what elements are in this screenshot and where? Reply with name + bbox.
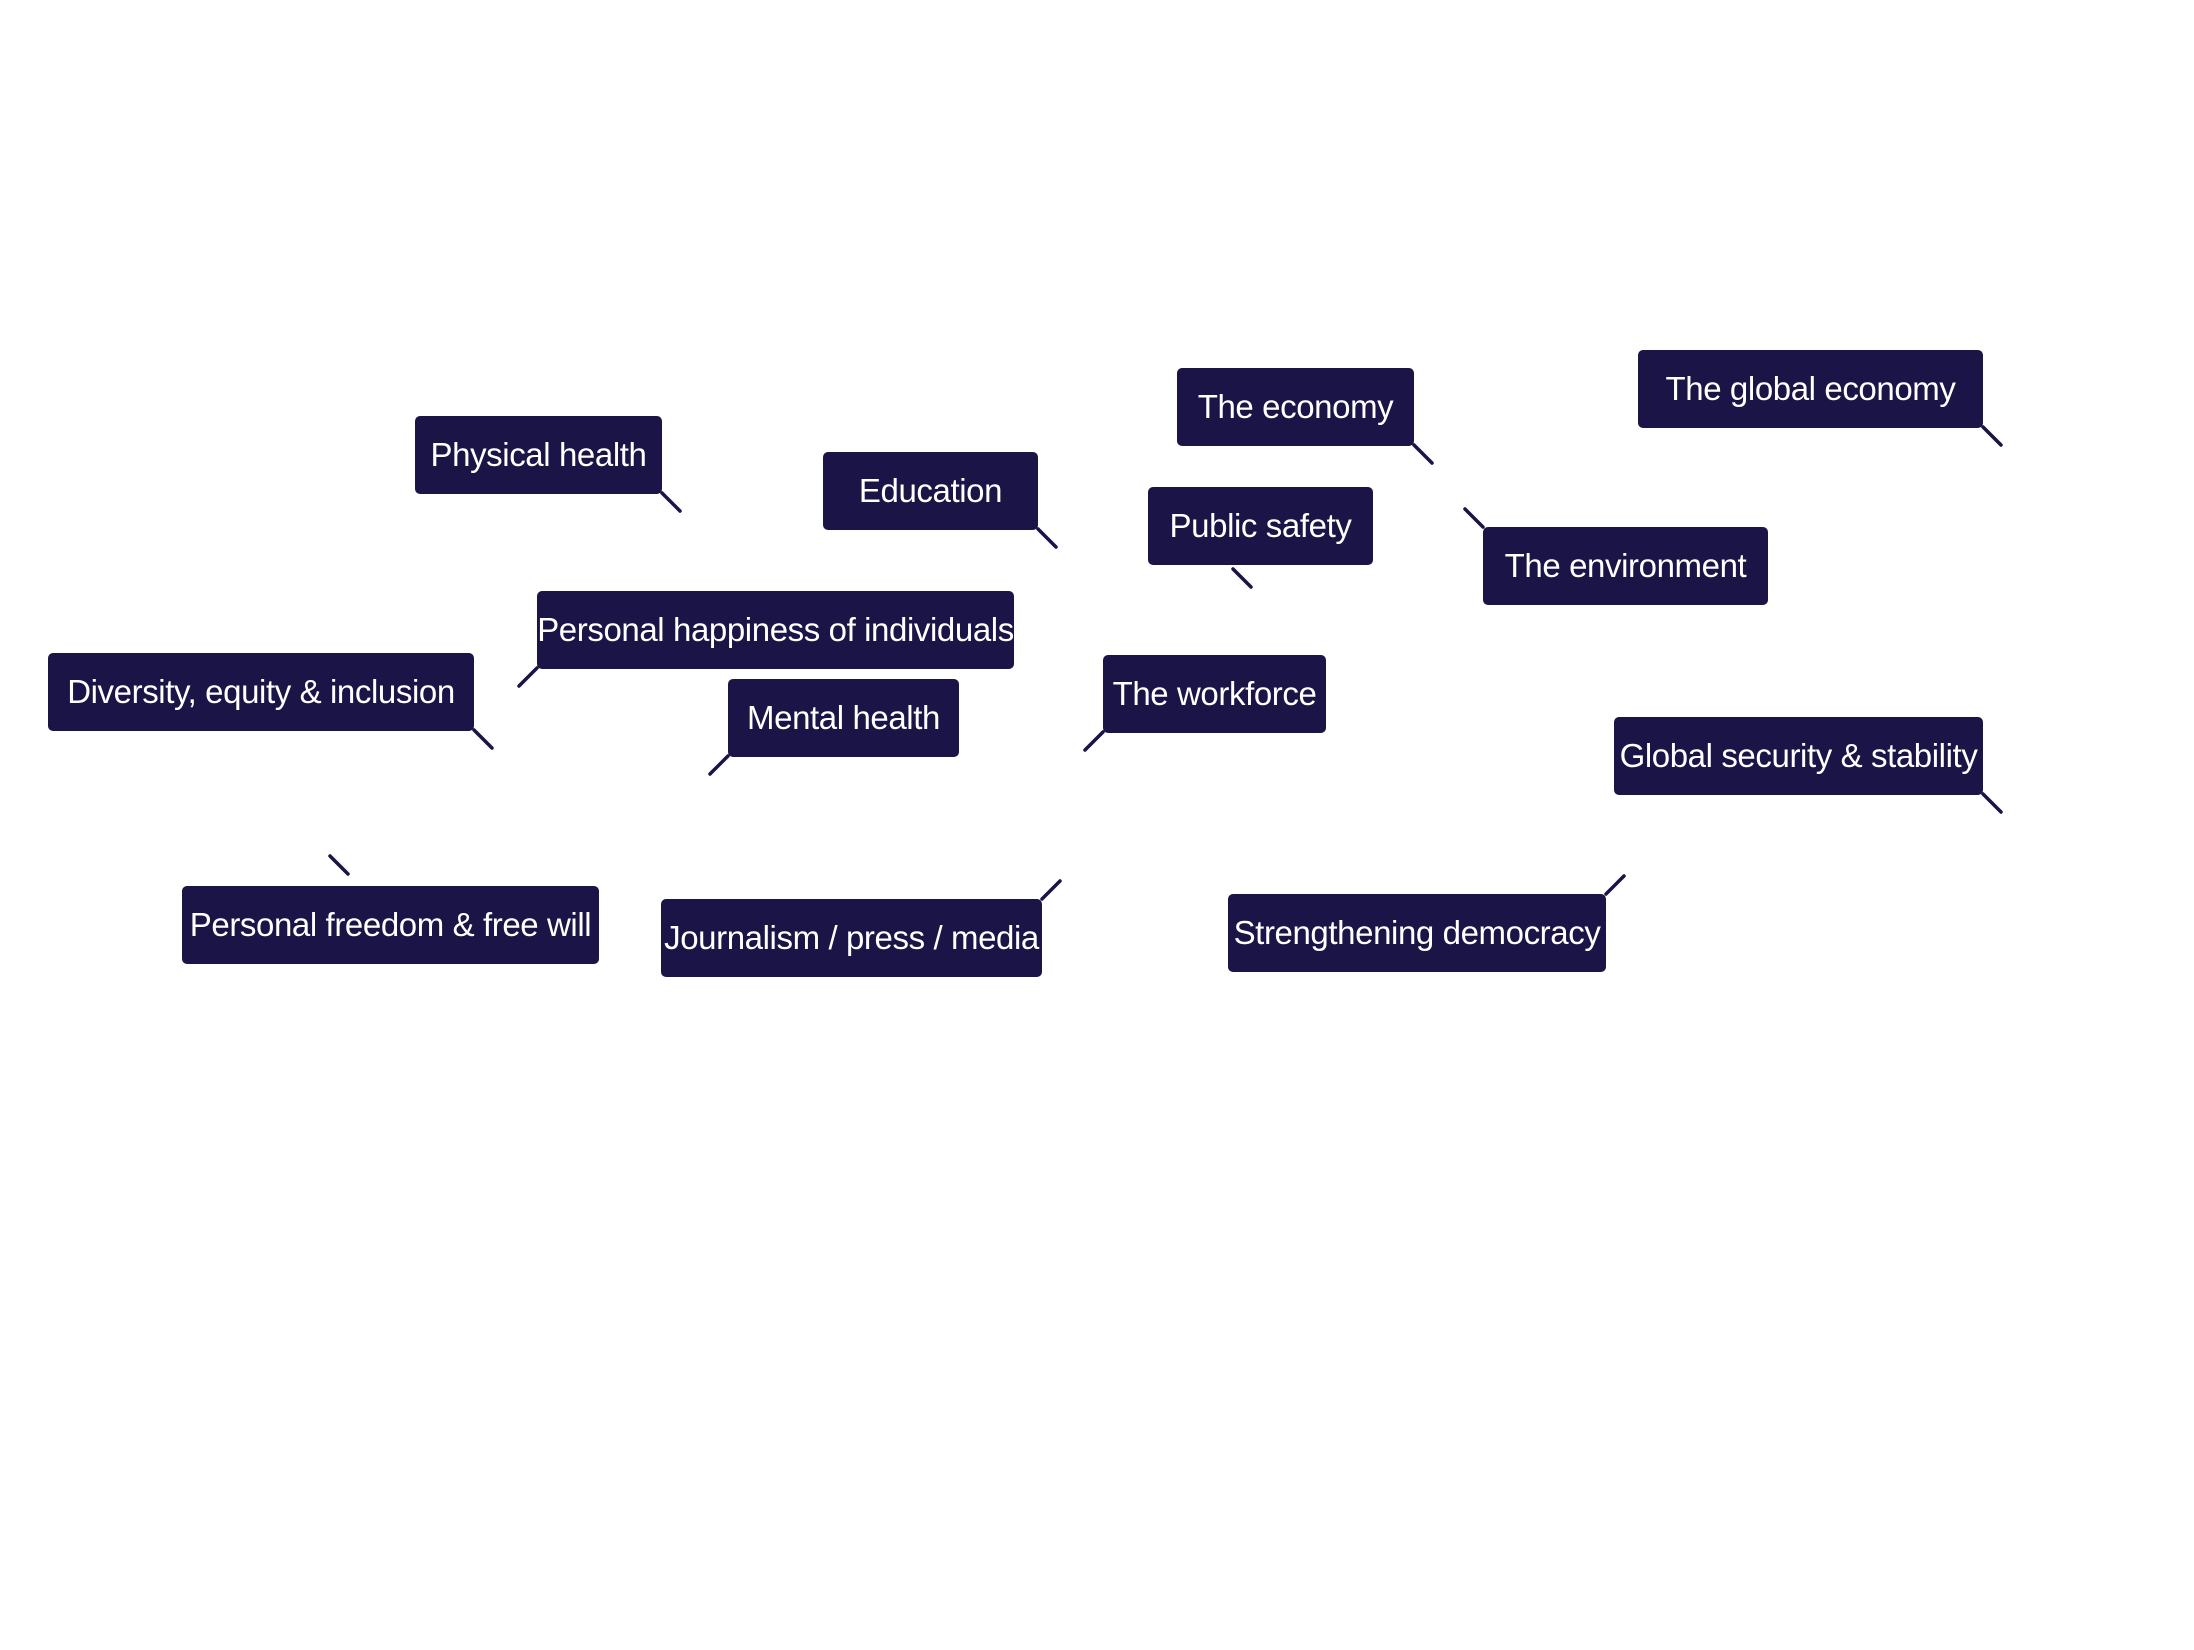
point-label-personal-freedom-free-will: Personal freedom & free will [182,886,599,964]
leader-line-the-environment [1463,507,1485,529]
leader-line-mental-health [708,754,730,776]
point-label-global-security-stability: Global security & stability [1614,717,1983,795]
point-label-education: Education [823,452,1038,530]
point-label-the-economy: The economy [1177,368,1414,446]
point-label-strengthening-democracy: Strengthening democracy [1228,894,1606,972]
leader-line-the-global-economy [1981,425,2003,447]
leader-line-public-safety [1231,567,1253,589]
point-label-physical-health: Physical health [415,416,662,494]
leader-line-global-security-stability [1981,792,2003,814]
leader-line-journalism-press-media [1040,879,1062,901]
point-label-diversity-equity-inclusion: Diversity, equity & inclusion [48,653,474,731]
leader-line-the-economy [1412,443,1434,465]
leader-line-diversity-equity-inclusion [472,728,494,750]
point-label-mental-health: Mental health [728,679,959,757]
leader-line-physical-health [660,491,682,513]
leader-line-personal-freedom-free-will [328,854,350,876]
point-label-public-safety: Public safety [1148,487,1373,565]
leader-line-personal-happiness-of-individuals [517,666,539,688]
point-label-the-environment: The environment [1483,527,1768,605]
point-label-the-workforce: The workforce [1103,655,1326,733]
point-label-the-global-economy: The global economy [1638,350,1983,428]
point-label-personal-happiness-of-individuals: Personal happiness of individuals [537,591,1014,669]
leader-line-strengthening-democracy [1604,874,1626,896]
leader-line-the-workforce [1083,730,1105,752]
leader-line-education [1036,527,1058,549]
point-label-journalism-press-media: Journalism / press / media [661,899,1042,977]
